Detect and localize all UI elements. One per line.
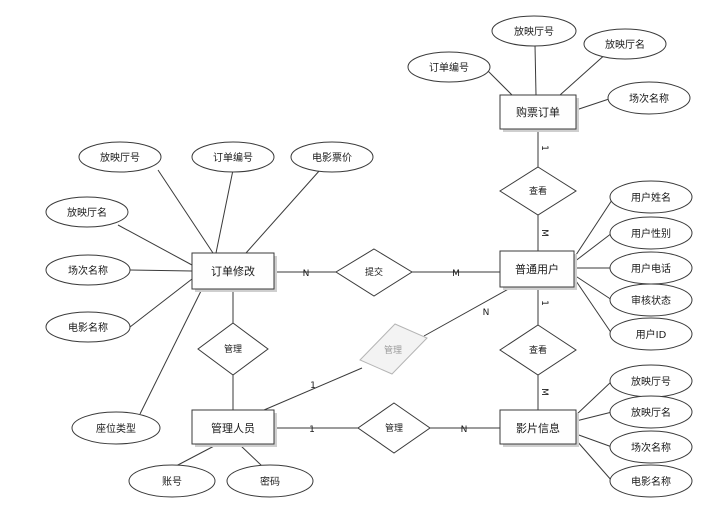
attribute-edit-session: 场次名称 bbox=[45, 254, 131, 286]
cardinality-user-submit: M bbox=[452, 269, 460, 279]
svg-text:密码: 密码 bbox=[260, 475, 280, 488]
svg-text:账号: 账号 bbox=[162, 476, 182, 488]
relationship-label: 管理 bbox=[224, 343, 242, 355]
cardinality-user-view-movie: 1 bbox=[539, 300, 549, 306]
relationship-manage-user: 管理 bbox=[359, 323, 428, 375]
attribute-purchase-order-no: 订单编号 bbox=[407, 51, 491, 83]
svg-text:放映厅名: 放映厅名 bbox=[67, 206, 107, 219]
svg-text:用户ID: 用户ID bbox=[636, 328, 667, 341]
cardinality-movie-view: M bbox=[539, 388, 549, 396]
cardinality-movie-manage: N bbox=[461, 425, 468, 435]
cardinality-admin-manage-movie: 1 bbox=[309, 425, 315, 435]
cardinality-edit-submit: N bbox=[303, 269, 310, 279]
relationship-view-movie: 查看 bbox=[499, 324, 577, 376]
attribute-movie-hall-no: 放映厅号 bbox=[609, 364, 693, 398]
svg-text:放映厅号: 放映厅号 bbox=[631, 375, 671, 388]
svg-text:放映厅号: 放映厅号 bbox=[514, 25, 554, 38]
attribute-movie-name: 电影名称 bbox=[609, 464, 693, 498]
svg-text:放映厅号: 放映厅号 bbox=[100, 151, 140, 164]
attribute-edit-order-no: 订单编号 bbox=[191, 141, 275, 173]
attribute-edit-seat-type: 座位类型 bbox=[71, 411, 161, 445]
cardinality-purchase-view: 1 bbox=[539, 145, 549, 151]
attribute-user-review-status: 审核状态 bbox=[609, 283, 693, 317]
relationship-manage-movie: 管理 bbox=[357, 402, 431, 454]
attribute-edit-ticket-price: 电影票价 bbox=[290, 141, 374, 173]
svg-text:审核状态: 审核状态 bbox=[631, 294, 671, 307]
svg-text:用户电话: 用户电话 bbox=[631, 262, 671, 275]
svg-text:放映厅名: 放映厅名 bbox=[631, 406, 671, 419]
svg-text:电影票价: 电影票价 bbox=[312, 151, 352, 164]
attribute-admin-account: 账号 bbox=[128, 464, 216, 498]
attribute-user-phone: 用户电话 bbox=[609, 251, 693, 285]
relationship-label: 管理 bbox=[385, 422, 403, 434]
attribute-purchase-hall-name: 放映厅名 bbox=[583, 28, 667, 60]
attribute-purchase-session: 场次名称 bbox=[607, 81, 691, 115]
entity-normal-user: 普通用户 bbox=[499, 250, 577, 290]
svg-text:场次名称: 场次名称 bbox=[68, 264, 108, 277]
relationship-label: 管理 bbox=[384, 344, 402, 356]
attribute-edit-movie-name: 电影名称 bbox=[45, 311, 131, 343]
svg-text:电影名称: 电影名称 bbox=[631, 475, 671, 488]
cardinality-labels: 1 M N M N 1 1 N 1 M bbox=[303, 145, 549, 435]
svg-text:订单编号: 订单编号 bbox=[429, 61, 469, 74]
relationship-manage-order: 管理 bbox=[197, 322, 269, 376]
attribute-edit-hall-no: 放映厅号 bbox=[78, 141, 162, 173]
svg-text:场次名称: 场次名称 bbox=[629, 92, 669, 105]
attribute-edit-hall-name: 放映厅名 bbox=[45, 196, 129, 228]
relationship-submit: 提交 bbox=[335, 248, 413, 297]
entity-order-edit: 订单修改 bbox=[191, 252, 277, 292]
connector-lines bbox=[117, 44, 615, 482]
entity-label: 订单修改 bbox=[211, 264, 255, 278]
svg-text:用户姓名: 用户姓名 bbox=[631, 191, 671, 204]
entity-admin: 管理人员 bbox=[191, 409, 277, 447]
relationship-label: 提交 bbox=[365, 266, 383, 278]
attribute-user-id: 用户ID bbox=[609, 317, 693, 351]
relationship-label: 查看 bbox=[529, 185, 547, 197]
attribute-purchase-hall-no: 放映厅号 bbox=[491, 15, 577, 47]
entity-label: 购票订单 bbox=[516, 105, 560, 119]
relationship-label: 查看 bbox=[529, 344, 547, 356]
relationship-view-order: 查看 bbox=[499, 166, 577, 216]
entity-movie-info: 影片信息 bbox=[499, 409, 579, 447]
attribute-movie-session: 场次名称 bbox=[609, 430, 693, 464]
cardinality-user-view: M bbox=[539, 229, 549, 237]
svg-text:座位类型: 座位类型 bbox=[96, 422, 136, 435]
svg-text:电影名称: 电影名称 bbox=[68, 321, 108, 334]
svg-text:场次名称: 场次名称 bbox=[631, 441, 671, 454]
entity-label: 普通用户 bbox=[515, 262, 559, 276]
svg-text:放映厅名: 放映厅名 bbox=[605, 38, 645, 51]
entity-purchase-order: 购票订单 bbox=[499, 94, 579, 132]
attribute-user-name: 用户姓名 bbox=[609, 180, 693, 214]
entity-label: 影片信息 bbox=[516, 421, 560, 435]
cardinality-admin-manage-user: 1 bbox=[310, 381, 316, 391]
cardinality-user-manage: N bbox=[483, 308, 490, 318]
entity-label: 管理人员 bbox=[211, 421, 255, 435]
svg-text:用户性别: 用户性别 bbox=[631, 227, 671, 240]
attribute-movie-hall-name: 放映厅名 bbox=[609, 395, 693, 429]
attribute-user-gender: 用户性别 bbox=[609, 216, 693, 250]
attribute-admin-password: 密码 bbox=[226, 464, 314, 498]
svg-text:订单编号: 订单编号 bbox=[213, 151, 253, 164]
